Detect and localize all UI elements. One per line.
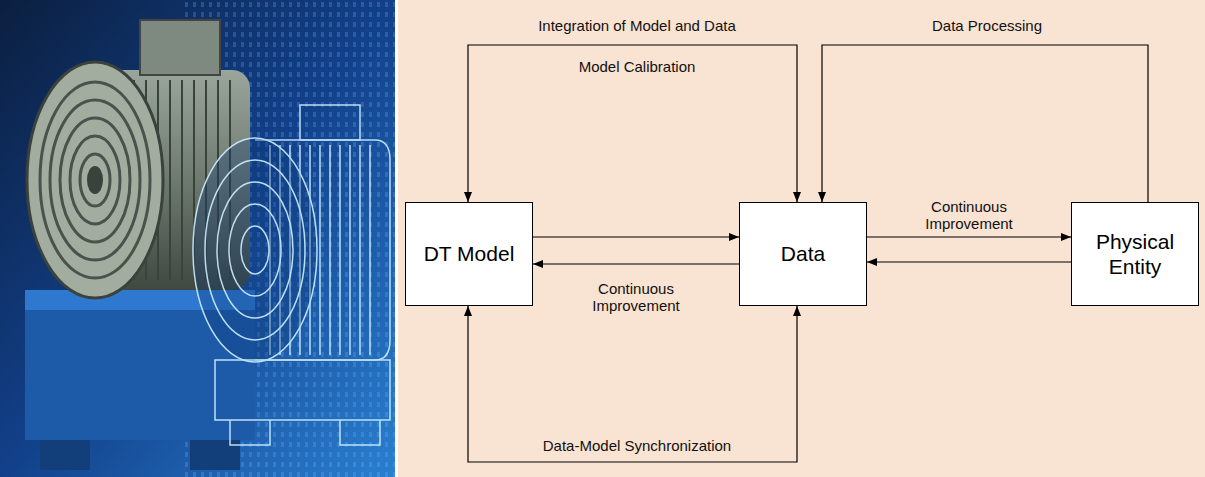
box-label: Physical Entity bbox=[1080, 229, 1190, 279]
connector bbox=[468, 45, 797, 202]
motor-illustration bbox=[0, 0, 395, 477]
annotation-label: Model Calibration bbox=[576, 58, 699, 75]
connector-label: Continuous Improvement bbox=[578, 280, 694, 314]
fan-hub bbox=[87, 166, 103, 194]
terminal-box bbox=[140, 20, 220, 75]
connector-label: Continuous Improvement bbox=[911, 198, 1027, 232]
process-box: Physical Entity bbox=[1071, 202, 1199, 306]
connector bbox=[468, 306, 797, 462]
wireframe-grille bbox=[241, 226, 269, 274]
connector bbox=[533, 263, 739, 264]
wireframe-fan-cover bbox=[193, 138, 317, 362]
connector-label: Integration of Model and Data bbox=[535, 17, 739, 34]
connector bbox=[867, 261, 1071, 262]
process-box: Data bbox=[739, 202, 867, 306]
fan-grille bbox=[60, 118, 130, 242]
wireframe-base bbox=[215, 360, 390, 445]
wireframe-grille bbox=[229, 204, 281, 296]
fan-grille bbox=[80, 154, 110, 206]
fan-grille bbox=[40, 82, 150, 278]
box-label: Data bbox=[781, 241, 825, 266]
wireframe-grille bbox=[205, 160, 305, 340]
process-box: DT Model bbox=[405, 202, 533, 306]
wireframe-terminal-box bbox=[300, 105, 360, 140]
connector bbox=[822, 45, 1148, 202]
connector bbox=[867, 236, 1071, 237]
wireframe-motor bbox=[193, 105, 390, 445]
fan-cover bbox=[27, 62, 163, 298]
connector-label: Data Processing bbox=[929, 17, 1045, 34]
motor-foot bbox=[40, 440, 90, 470]
fan-grille bbox=[70, 136, 120, 224]
fan-grille bbox=[50, 100, 140, 260]
wireframe-grille bbox=[217, 182, 293, 318]
connector-label: Data-Model Synchronization bbox=[540, 437, 734, 454]
photo-background bbox=[0, 0, 395, 477]
box-label: DT Model bbox=[424, 241, 515, 266]
connector bbox=[533, 236, 739, 237]
